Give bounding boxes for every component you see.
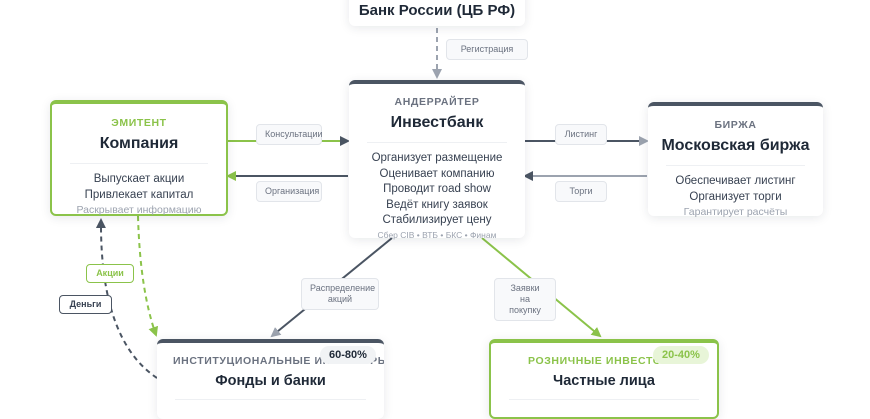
edge-label-organization: Организация [256, 181, 322, 202]
edge-label-consulting: Консультации [256, 124, 323, 145]
orders-line: на покупку [509, 294, 541, 315]
node-exchange[interactable]: БИРЖА Московская биржа Обеспечивает лист… [648, 102, 823, 218]
divider [666, 165, 805, 166]
retail-kicker: РОЗНИЧНЫЕ ИНВЕСТОРЫ [528, 355, 680, 367]
edge-label-shares: Акции [86, 264, 134, 283]
divider [70, 163, 208, 164]
underwriter-kicker: АНДЕРРАЙТЕР [394, 96, 480, 108]
edge-label-listing: Листинг [555, 124, 607, 145]
issuer-muted: Раскрывает информацию [76, 204, 202, 216]
edge-label-trading: Торги [555, 181, 607, 202]
underwriter-footnote: Сбер CIB • ВТБ • БКС • Финам [377, 229, 497, 240]
issuer-title: Компания [99, 135, 179, 152]
edges-layer [95, 28, 649, 379]
edge-label-distribution: Распределение акций [301, 278, 379, 310]
node-issuer[interactable]: ЭМИТЕНТ Компания Выпускает акции Привлек… [50, 100, 228, 216]
edge-label-money: Деньги [59, 295, 112, 314]
divider [367, 142, 507, 143]
exchange-kicker: БИРЖА [714, 119, 757, 131]
node-regulator[interactable]: Банк России (ЦБ РФ) [349, 0, 525, 26]
issuer-kicker: ЭМИТЕНТ [111, 117, 167, 129]
exchange-title: Московская биржа [661, 137, 810, 154]
edge-label-orders: Заявки на покупку [494, 278, 556, 321]
exchange-muted: Гарантирует расчёты [683, 206, 788, 218]
retail-share-badge: 20-40% [653, 346, 709, 364]
exchange-line: Организует торги [689, 190, 782, 203]
underwriter-line: Оценивает компанию [379, 167, 495, 180]
edge-shares [137, 215, 159, 337]
institutional-title: Фонды и банки [215, 373, 326, 389]
underwriter-line: Проводит road show [383, 183, 491, 195]
underwriter-line: Стабилизирует цену [382, 214, 492, 226]
distribution-line: акций [327, 294, 353, 304]
orders-line: Заявки [510, 283, 540, 293]
retail-title: Частные лица [553, 373, 655, 389]
distribution-line: Распределение [310, 283, 376, 293]
exchange-line: Обеспечивает листинг [675, 175, 796, 187]
edge-label-registration: Регистрация [446, 39, 528, 60]
issuer-line: Выпускает акции [93, 173, 185, 185]
issuer-line: Привлекает капитал [84, 188, 194, 201]
node-underwriter[interactable]: АНДЕРРАЙТЕР Инвестбанк Организует размещ… [349, 80, 525, 240]
underwriter-title: Инвестбанк [390, 114, 484, 131]
underwriter-line: Организует размещение [371, 152, 503, 164]
underwriter-line: Ведёт книгу заявок [386, 198, 488, 211]
institutional-share-badge: 60-80% [320, 346, 376, 364]
regulator-title: Банк России (ЦБ РФ) [358, 2, 516, 19]
edge-money [95, 218, 158, 379]
